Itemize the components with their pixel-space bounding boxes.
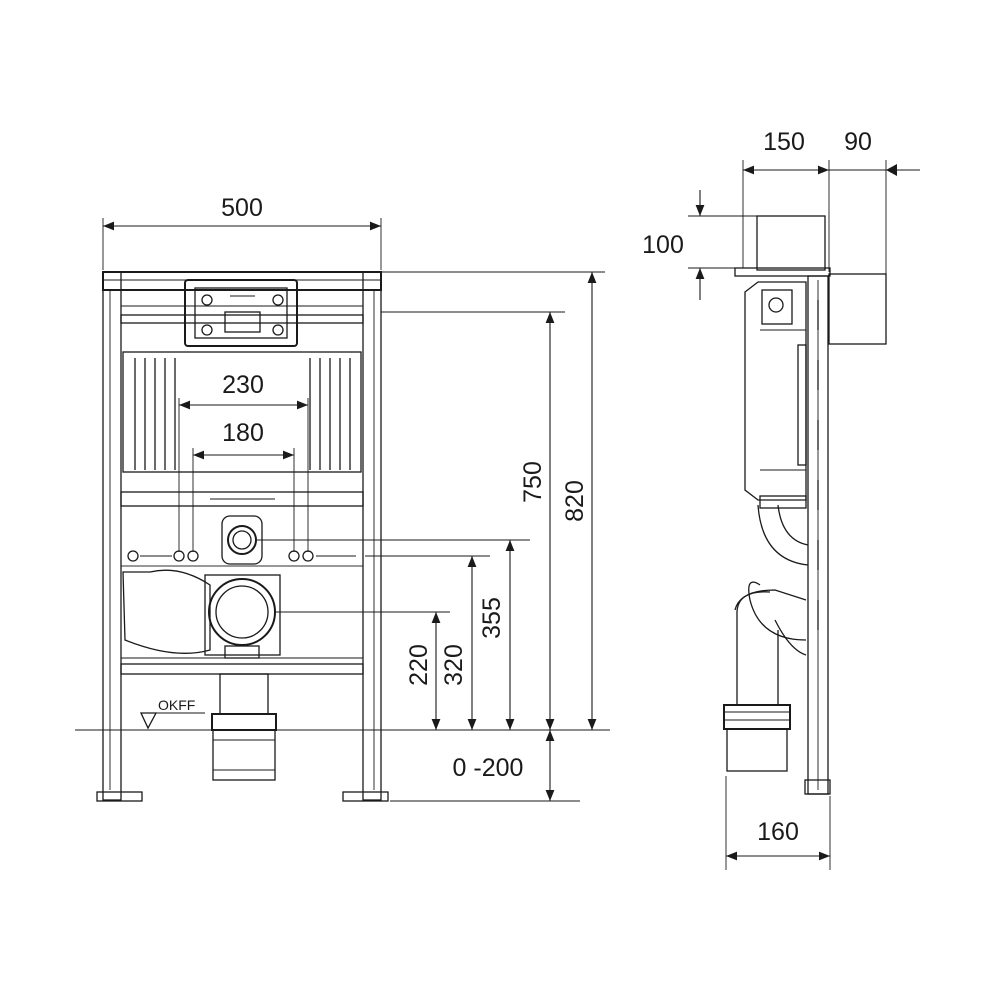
height-750-label: 750 [519, 461, 547, 503]
side-90-label: 90 [844, 128, 872, 156]
floor-adjust-label: 0 -200 [453, 754, 524, 782]
spacing-230-label: 230 [222, 371, 264, 399]
width-500-label: 500 [221, 194, 263, 222]
height-355-label: 355 [478, 597, 506, 639]
spacing-180-label: 180 [222, 419, 264, 447]
side-160-label: 160 [757, 818, 799, 846]
side-view [723, 215, 887, 795]
height-220-label: 220 [405, 644, 433, 686]
front-dimensions: 500 230 180 820 750 355 320 220 [102, 194, 605, 802]
side-150-label: 150 [763, 128, 805, 156]
side-dimensions: 150 90 100 160 [642, 128, 920, 870]
side-100-label: 100 [642, 231, 684, 259]
cistern-ribs [134, 358, 351, 470]
front-view [96, 271, 389, 802]
height-320-label: 320 [440, 644, 468, 686]
floor-level-marker: OKFF [75, 697, 610, 731]
floor-level-label: OKFF [158, 697, 195, 713]
height-820-label: 820 [561, 480, 589, 522]
